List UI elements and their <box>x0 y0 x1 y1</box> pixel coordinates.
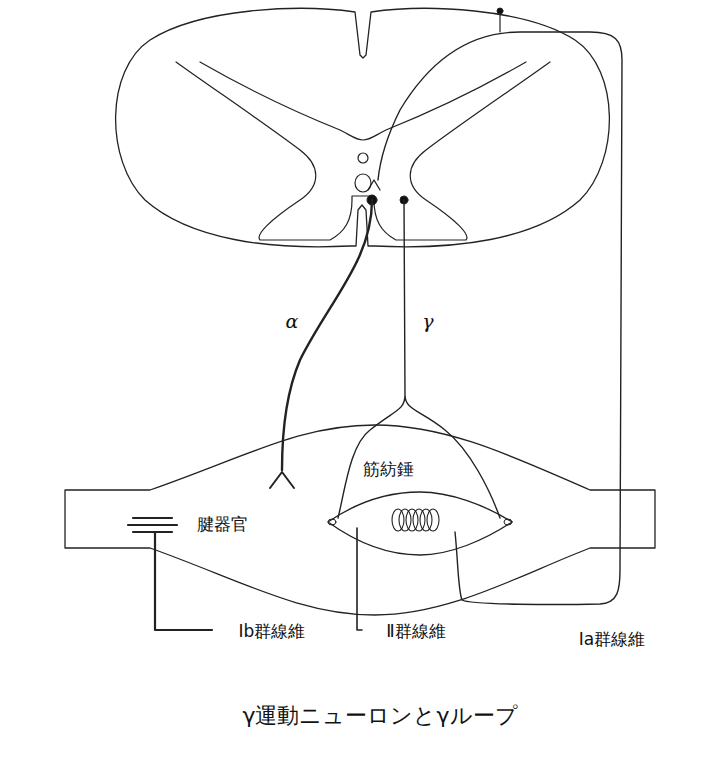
coil-winding <box>420 509 432 531</box>
dorsal-root-ganglion <box>497 8 503 14</box>
coil-winding <box>392 509 404 531</box>
coil-winding <box>413 509 425 531</box>
grey-matter <box>176 62 550 240</box>
dorsal-root-ganglion-stem <box>499 14 500 32</box>
spinal-cord-outline <box>116 8 610 246</box>
fiber-label: Ⅰb群線維 <box>237 622 308 642</box>
tendon-organ <box>128 518 177 532</box>
ii-fiber <box>357 528 362 630</box>
ia-fiber <box>378 32 622 605</box>
coil-winding <box>427 509 439 531</box>
fiber-label: Ⅱ群線維 <box>384 622 447 642</box>
ib-fiber <box>155 532 212 630</box>
central-canal <box>358 153 368 163</box>
annulospiral-coil <box>392 509 439 531</box>
ia-synapse <box>368 180 380 190</box>
figure-caption: γ運動ニューロンとγループ <box>240 703 519 728</box>
muscle-spindle <box>328 492 512 555</box>
coil-winding <box>406 509 418 531</box>
grey-matter-dorsal <box>200 62 526 140</box>
fiber-label: Ⅰa群線維 <box>577 630 647 650</box>
part-label: 筋紡錘 <box>361 460 416 480</box>
coil-winding <box>399 509 411 531</box>
alpha-axon <box>282 200 372 470</box>
spindle-end <box>328 519 336 525</box>
fiber-label: α <box>284 311 301 333</box>
part-label: 腱器官 <box>195 515 250 535</box>
fiber-label: γ <box>420 311 435 333</box>
spindle-end <box>504 519 512 525</box>
gamma-axon <box>338 200 500 518</box>
alpha-endplate <box>270 472 294 488</box>
muscle-belly <box>65 425 655 615</box>
